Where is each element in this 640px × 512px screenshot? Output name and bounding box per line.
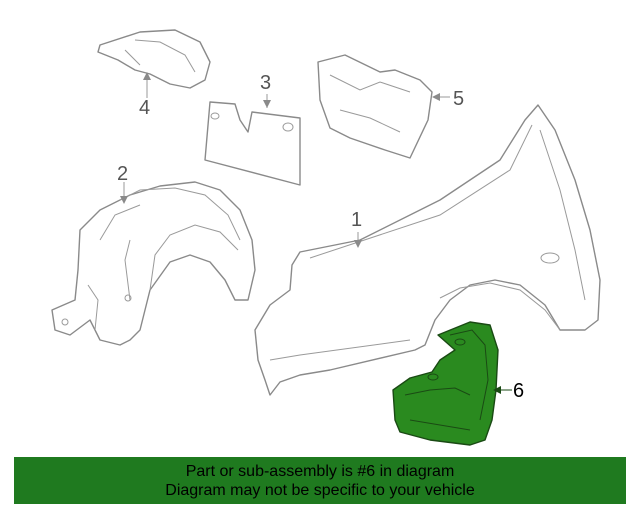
callout-1[interactable]: 1	[351, 209, 363, 231]
callout-2[interactable]: 2	[117, 163, 129, 185]
part-4-shape[interactable]	[97, 29, 211, 89]
arrow-5-icon	[432, 93, 440, 101]
info-banner: Part or sub-assembly is #6 in diagram Di…	[14, 457, 626, 504]
callout-6[interactable]: 6	[513, 380, 525, 402]
callout-4[interactable]: 4	[139, 97, 151, 119]
part-6-shape[interactable]	[392, 321, 499, 446]
banner-line-2: Diagram may not be specific to your vehi…	[165, 482, 475, 499]
arrow-1-icon	[354, 240, 362, 248]
part-2-shape[interactable]	[51, 181, 256, 346]
banner-line-1: Part or sub-assembly is #6 in diagram	[185, 463, 455, 480]
part-5-shape[interactable]	[317, 54, 433, 159]
callout-5[interactable]: 5	[453, 88, 465, 110]
arrow-6-icon	[493, 386, 501, 394]
part-3-shape[interactable]	[204, 101, 301, 186]
part-1-shape[interactable]	[254, 104, 601, 396]
arrow-2-icon	[120, 196, 128, 204]
parts-diagram	[51, 29, 601, 446]
callout-3[interactable]: 3	[260, 72, 272, 94]
arrow-3-icon	[263, 100, 271, 108]
arrow-4-icon	[143, 72, 151, 80]
